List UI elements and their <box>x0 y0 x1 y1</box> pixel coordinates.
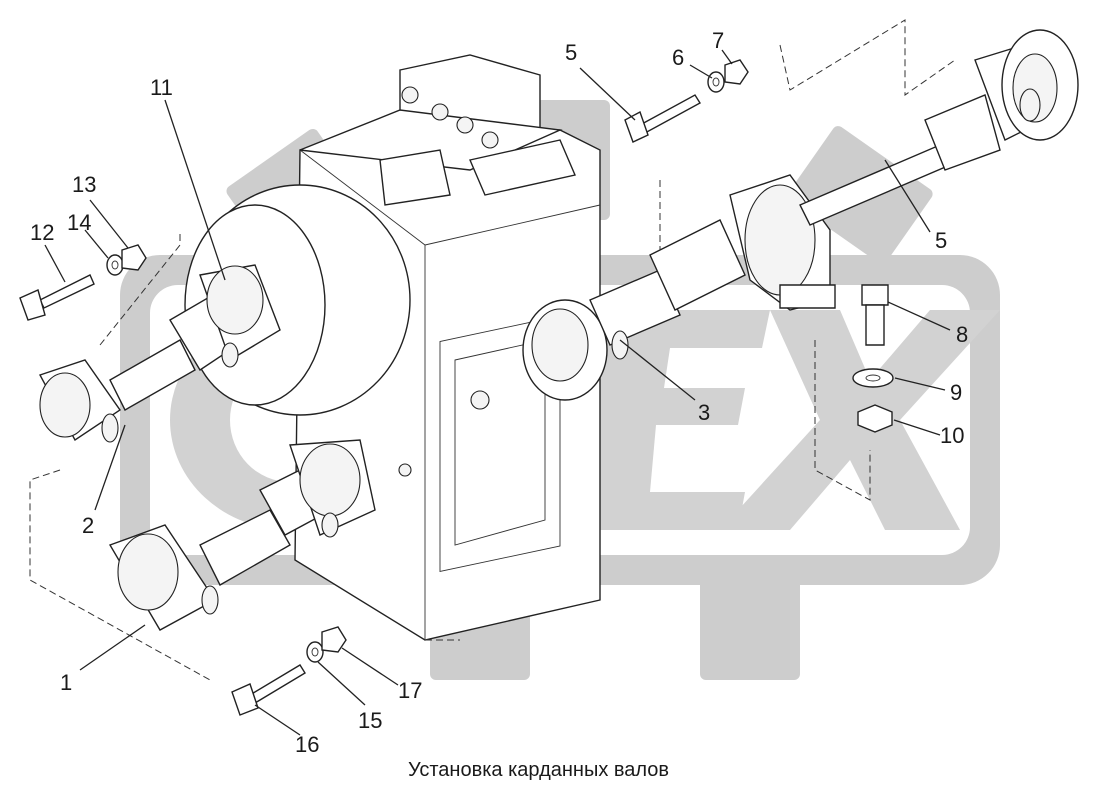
control-valve-block <box>299 54 576 206</box>
bolt-12 <box>19 274 95 321</box>
cardan-shaft-upper-left <box>38 264 281 443</box>
cardan-shaft-lower-left <box>108 439 376 631</box>
callout-labels: 1 2 3 5 5 6 7 8 9 10 11 12 13 14 15 16 1… <box>30 28 968 757</box>
cardan-shaft-center <box>522 219 746 401</box>
callout-8: 8 <box>956 322 968 347</box>
callout-15: 15 <box>358 708 382 733</box>
callout-9: 9 <box>950 380 962 405</box>
leader-lines <box>44 49 951 736</box>
intermediate-support-bearing <box>729 174 836 311</box>
callout-5-top: 5 <box>565 40 577 65</box>
cardan-shaft-long-right <box>799 29 1079 226</box>
nut-7 <box>724 59 749 85</box>
callout-1: 1 <box>60 670 72 695</box>
callout-10: 10 <box>940 423 964 448</box>
bolt-8 <box>861 284 889 346</box>
callout-11: 11 <box>150 75 173 100</box>
nut-17 <box>321 626 347 653</box>
washer-6 <box>707 71 725 93</box>
washer-14 <box>106 254 124 276</box>
callout-5-right: 5 <box>935 228 947 253</box>
washer-15 <box>306 641 324 663</box>
nut-13 <box>121 244 147 271</box>
callout-13: 13 <box>72 172 96 197</box>
assembly-lines <box>29 19 956 681</box>
callout-3: 3 <box>698 400 710 425</box>
washer-9 <box>852 368 894 388</box>
figure-caption: Установка карданных валов <box>408 759 669 781</box>
callout-12: 12 <box>30 220 54 245</box>
callout-16: 16 <box>295 732 319 757</box>
bolt-16 <box>231 664 306 716</box>
callout-17: 17 <box>398 678 422 703</box>
callout-14: 14 <box>67 210 91 235</box>
callout-7: 7 <box>712 28 724 53</box>
nut-10 <box>857 404 893 433</box>
callout-6: 6 <box>672 45 684 70</box>
bolt-5 <box>624 94 701 143</box>
callout-2: 2 <box>82 513 94 538</box>
